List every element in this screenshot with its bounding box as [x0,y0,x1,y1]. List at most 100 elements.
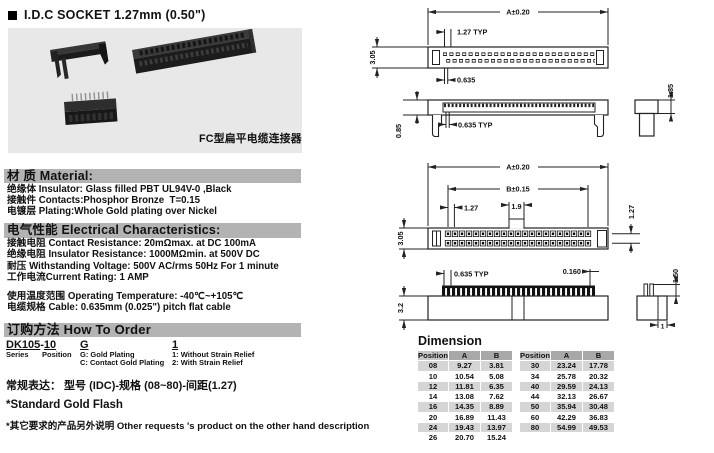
dim-label: 1.27 [627,205,636,219]
cell: 60 [520,412,550,423]
cell: 20.32 [583,371,614,381]
order-plating-option: G: Gold Plating [80,349,135,359]
page-header: I.D.C SOCKET 1.27mm (0.50") [8,8,206,22]
electrical-line: 工作电流Current Rating: 1 AMP [7,271,149,283]
product-photos [8,28,302,153]
order-code-dash: - [40,339,44,351]
order-plating-options: G: Gold Plating C: Contact Gold Plating [80,349,165,368]
dimension-table-right: Position A B 30 23.24 17.78 34 25.78 20.… [520,351,614,433]
electrical-line: 绝缘电阻 Insulator Resistance: 1000MΩmin. at… [7,249,260,261]
order-section-header: 订购方法 How To Order [4,323,301,337]
cell: 3.81 [481,361,512,371]
electrical-line: 电缆规格 Cable: 0.635mm (0.025") pitch flat … [7,302,231,314]
drawing-top-view [372,8,609,84]
dim-label: 3.2 [396,303,405,313]
cell: 12 [418,381,448,392]
cell: 14.35 [449,402,480,412]
photo-idc-socket-long [132,28,257,74]
order-code-relief: 1 [172,339,178,351]
col-header-position: Position [418,351,448,361]
material-section-header: 材 质 Material: [4,169,301,183]
cell: 17.78 [583,361,614,371]
material-lines: 绝缘体 Insulator: Glass filled PBT UL94V-0 … [7,184,232,218]
cell: 44 [520,392,550,402]
cell: 19.43 [449,423,480,433]
order-code-plating: G [80,339,89,351]
drawing-front-view-labels: 0.85 0.635 TYP 1.85 [394,84,675,138]
drawing-top-view-labels: A±0.20 1.27 TYP 0.635 3.05 [368,8,530,85]
order-relief-option: 2: With Strain Relief [172,358,243,368]
cell: 16.89 [449,412,480,423]
cell: 24.13 [583,381,614,392]
electrical-line: 耐压 Withstanding Voltage: 500V AC/rms 50H… [7,260,279,272]
cell: 54.99 [551,423,582,433]
material-line: 接触件 Contacts:Phosphor Bronze T=0.15 [7,194,200,206]
cell: 24 [418,423,448,433]
cell: 32.13 [551,392,582,402]
order-code-plating-text: G [80,339,89,351]
cell: 42.29 [551,412,582,423]
cell: 20 [418,412,448,423]
cell: 10.54 [449,371,480,381]
dim-label: 1 [661,324,665,331]
photo-idc-socket-small [64,91,118,125]
cell: 26 [418,433,448,443]
drawing-profile-view [399,269,680,330]
drawing-bottom-view-labels: A±0.20 B±0.15 1.27 1.9 3.05 1.27 [396,163,636,246]
order-code-position-text: 10 [43,339,57,351]
note-other-requests: *其它要求的产品另外说明 Other requests 's product o… [6,420,370,432]
order-plating-option: C: Contact Gold Plating [80,358,165,368]
cell: 30.48 [583,402,614,412]
cell: 30 [520,361,550,371]
cell: 6.35 [481,381,512,392]
cell: 36.83 [583,412,614,423]
cell: 29.59 [551,381,582,392]
electrical-line: 接触电阻 Contact Resistance: 20mΩmax. at DC … [7,238,256,249]
cell: 80 [520,423,550,433]
dim-label: 0.85 [394,124,403,138]
drawing-profile-view-labels: 0.635 TYP 0.160 3.2 1.50 1 [396,267,680,331]
col-header-b: B [481,351,512,361]
dim-label: 0.635 TYP [454,270,489,279]
electrical-section-header: 电气性能 Electrical Characteristics: [4,223,301,238]
drawing-front-view [403,91,675,138]
product-photo-illustration [50,28,257,125]
dim-label: A±0.20 [506,8,529,17]
dim-label: B±0.15 [506,185,529,194]
cell: 50 [520,402,550,412]
order-relief-option: 1: Without Strain Relief [172,349,255,359]
electrical-lines-2: 使用温度范围 Operating Temperature: -40℃~+105℃… [7,291,243,314]
dim-label: 1.50 [671,269,680,283]
cell: 34 [520,371,550,381]
drawing-bottom-view [399,163,640,259]
cell: 10 [418,371,448,381]
photo-caption: FC型扁平电缆连接器 [199,133,302,145]
cell: 13.97 [481,423,512,433]
dim-label: 3.05 [368,50,377,64]
order-code-series-text: DK105 [6,339,41,351]
dim-label: A±0.20 [506,163,529,172]
cell: 23.24 [551,361,582,371]
dim-label: 0.635 [457,76,475,85]
col-header-a: A [449,351,480,361]
photo-strain-relief-cover [50,41,109,80]
cell: 35.94 [551,402,582,412]
page-title: I.D.C SOCKET 1.27mm (0.50") [24,8,206,22]
cell: 20.70 [449,433,480,443]
dim-label: 1.9 [511,202,521,211]
cell: 16 [418,402,448,412]
electrical-line: 使用温度范围 Operating Temperature: -40℃~+105℃ [7,291,244,302]
dim-label: 1.27 TYP [457,28,488,37]
electrical-lines: 接触电阻 Contact Resistance: 20mΩmax. at DC … [7,238,279,283]
cell: 11.81 [449,381,480,392]
material-line: 绝缘体 Insulator: Glass filled PBT UL94V-0 … [7,183,232,195]
dim-label: 3.05 [396,231,405,245]
col-header-position: Position [520,351,550,361]
dim-label: 0.635 TYP [458,121,493,130]
technical-drawings: A±0.20 1.27 TYP 0.635 3.05 [368,8,680,331]
order-series-label: Series [6,349,29,359]
order-code-series: DK105-10 [6,339,56,351]
cell: 14 [418,392,448,402]
cell: 08 [418,361,448,371]
